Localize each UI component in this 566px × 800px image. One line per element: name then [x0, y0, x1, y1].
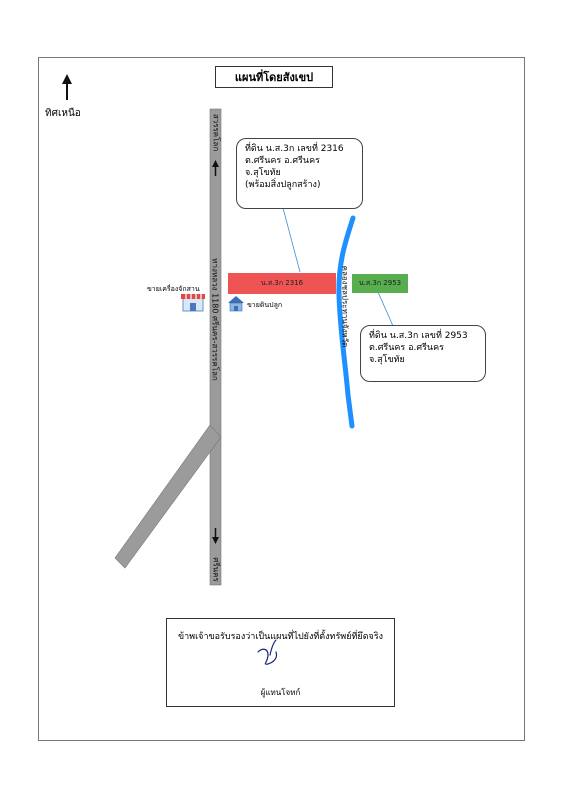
parcel-main: น.ส.3ก 2316: [228, 273, 336, 294]
signature-mark: [257, 639, 278, 665]
branch-road: [114, 424, 222, 569]
callout-second: ที่ดิน น.ส.3ก เลขที่ 2953 ต.ศรีนคร อ.ศรี…: [360, 325, 486, 382]
callout-leader-second: [377, 291, 394, 327]
callout-main-line3: จ.สุโขทัย: [245, 168, 281, 178]
page-title: แผนที่โดยสังเขป: [215, 66, 333, 88]
callout-main-line1: ที่ดิน น.ส.3ก เลขที่ 2316: [245, 144, 344, 154]
callout-second-line3: จ.สุโขทัย: [369, 355, 405, 365]
road-label-north-end: สวรรคโลก: [211, 113, 221, 152]
certification-text: ข้าพเจ้าขอรับรองว่าเป็นแผนที่ไปยังที่ตั้…: [177, 632, 384, 642]
arrow-down-icon: [212, 528, 219, 544]
shop-icon: [181, 294, 205, 312]
callout-second-line1: ที่ดิน น.ส.3ก เลขที่ 2953: [369, 331, 468, 341]
callout-main-line4: (พร้อมสิ่งปลูกสร้าง): [245, 180, 321, 190]
certification-signer: ผู้แทนโจทก์: [260, 688, 301, 697]
callout-main-line2: ต.ศรีนคร อ.ศรีนคร: [245, 156, 320, 166]
north-label: ทิศเหนือ: [45, 108, 81, 119]
north-arrow-icon: [62, 74, 72, 100]
callout-leader-main: [282, 207, 301, 273]
landmark-soil-label: ขายดินปลูก: [247, 301, 283, 309]
main-highway: [209, 108, 222, 586]
house-icon: [228, 296, 244, 312]
page-frame: [38, 57, 525, 741]
callout-second-line2: ต.ศรีนคร อ.ศรีนคร: [369, 343, 444, 353]
arrow-up-icon: [212, 160, 219, 176]
parcel-second: น.ส.3ก 2953: [352, 274, 408, 293]
road-label-south-end: ศรีนคร: [211, 557, 221, 582]
road-label-highway: ทางหลวง 1180 ศรีนคร-สวรรคโลก: [210, 258, 220, 381]
canal-label: คลองชลประทานจังหวัด: [340, 265, 350, 348]
landmark-shop-label: ขายเครื่องจักสาน: [147, 285, 200, 293]
callout-main: ที่ดิน น.ส.3ก เลขที่ 2316 ต.ศรีนคร อ.ศรี…: [236, 138, 363, 209]
certification-box: ข้าพเจ้าขอรับรองว่าเป็นแผนที่ไปยังที่ตั้…: [166, 618, 395, 707]
canal: [336, 215, 356, 429]
